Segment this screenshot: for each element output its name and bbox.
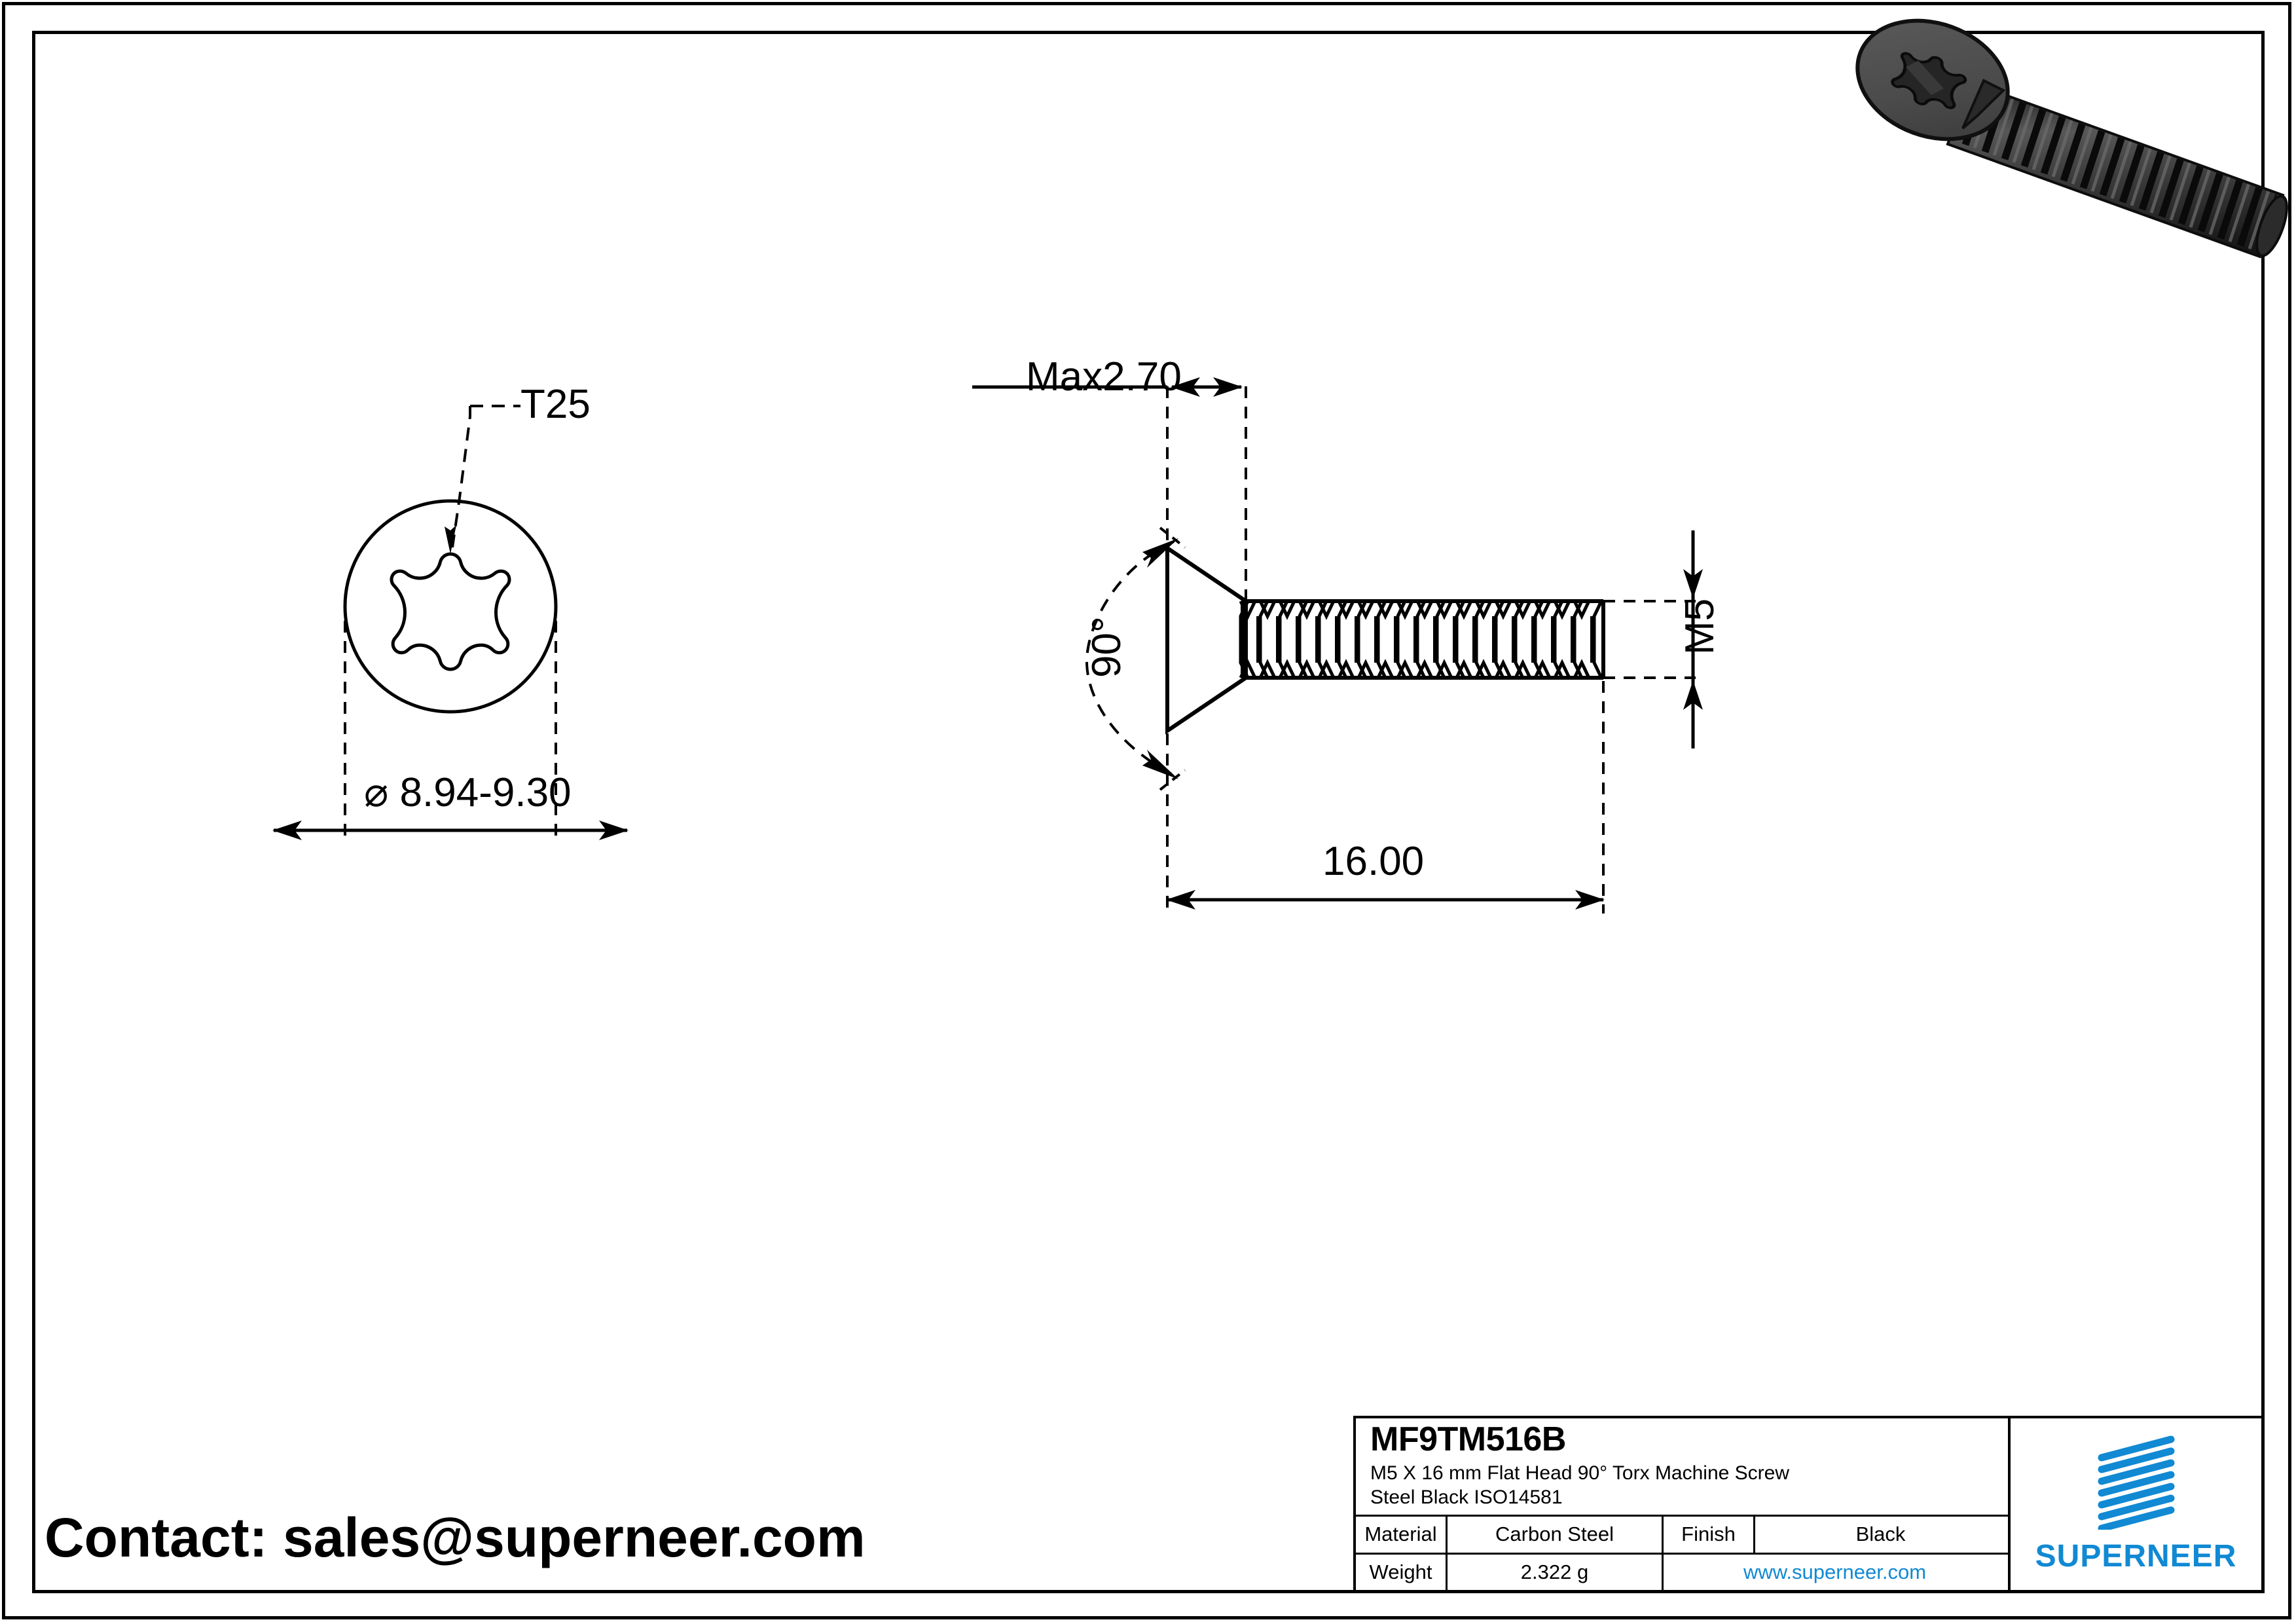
t25-callout-label: T25 bbox=[520, 382, 591, 427]
part-description-line1: M5 X 16 mm Flat Head 90° Torx Machine Sc… bbox=[1370, 1462, 1790, 1485]
screw-length-label: 16.00 bbox=[1322, 839, 1425, 884]
brand-panel: SUPERNEER bbox=[2011, 1418, 2261, 1590]
contact-text: Contact: sales@superneer.com bbox=[45, 1507, 866, 1568]
material-value: Carbon Steel bbox=[1448, 1517, 1664, 1553]
superneer-logo-icon bbox=[2098, 1435, 2174, 1530]
finish-label: Finish bbox=[1664, 1517, 1755, 1553]
brand-wordmark: SUPERNEER bbox=[2035, 1539, 2237, 1574]
title-block-description: MF9TM516B M5 X 16 mm Flat Head 90° Torx … bbox=[1356, 1418, 2008, 1517]
title-block: MF9TM516B M5 X 16 mm Flat Head 90° Torx … bbox=[1353, 1416, 2264, 1593]
head-angle-label: 90° bbox=[1084, 616, 1129, 678]
title-block-info: MF9TM516B M5 X 16 mm Flat Head 90° Torx … bbox=[1356, 1418, 2011, 1590]
part-description-line2: Steel Black ISO14581 bbox=[1370, 1486, 1563, 1508]
material-label: Material bbox=[1356, 1517, 1448, 1553]
weight-value: 2.322 g bbox=[1448, 1554, 1664, 1590]
head-diameter-label: ⌀ 8.94-9.30 bbox=[364, 770, 572, 815]
part-number: MF9TM516B bbox=[1370, 1420, 1566, 1458]
head-height-label: Max2.70 bbox=[1026, 354, 1182, 399]
finish-value: Black bbox=[1855, 1522, 1906, 1546]
weight-website-row: Weight 2.322 g www.superneer.com bbox=[1356, 1554, 2008, 1590]
thread-size-label: M5 bbox=[1677, 598, 1722, 655]
weight-label: Weight bbox=[1356, 1554, 1448, 1590]
sheet-inner-border bbox=[32, 31, 2265, 1593]
website-link[interactable]: www.superneer.com bbox=[1743, 1560, 1927, 1583]
material-finish-row: Material Carbon Steel Finish Black bbox=[1356, 1517, 2008, 1555]
